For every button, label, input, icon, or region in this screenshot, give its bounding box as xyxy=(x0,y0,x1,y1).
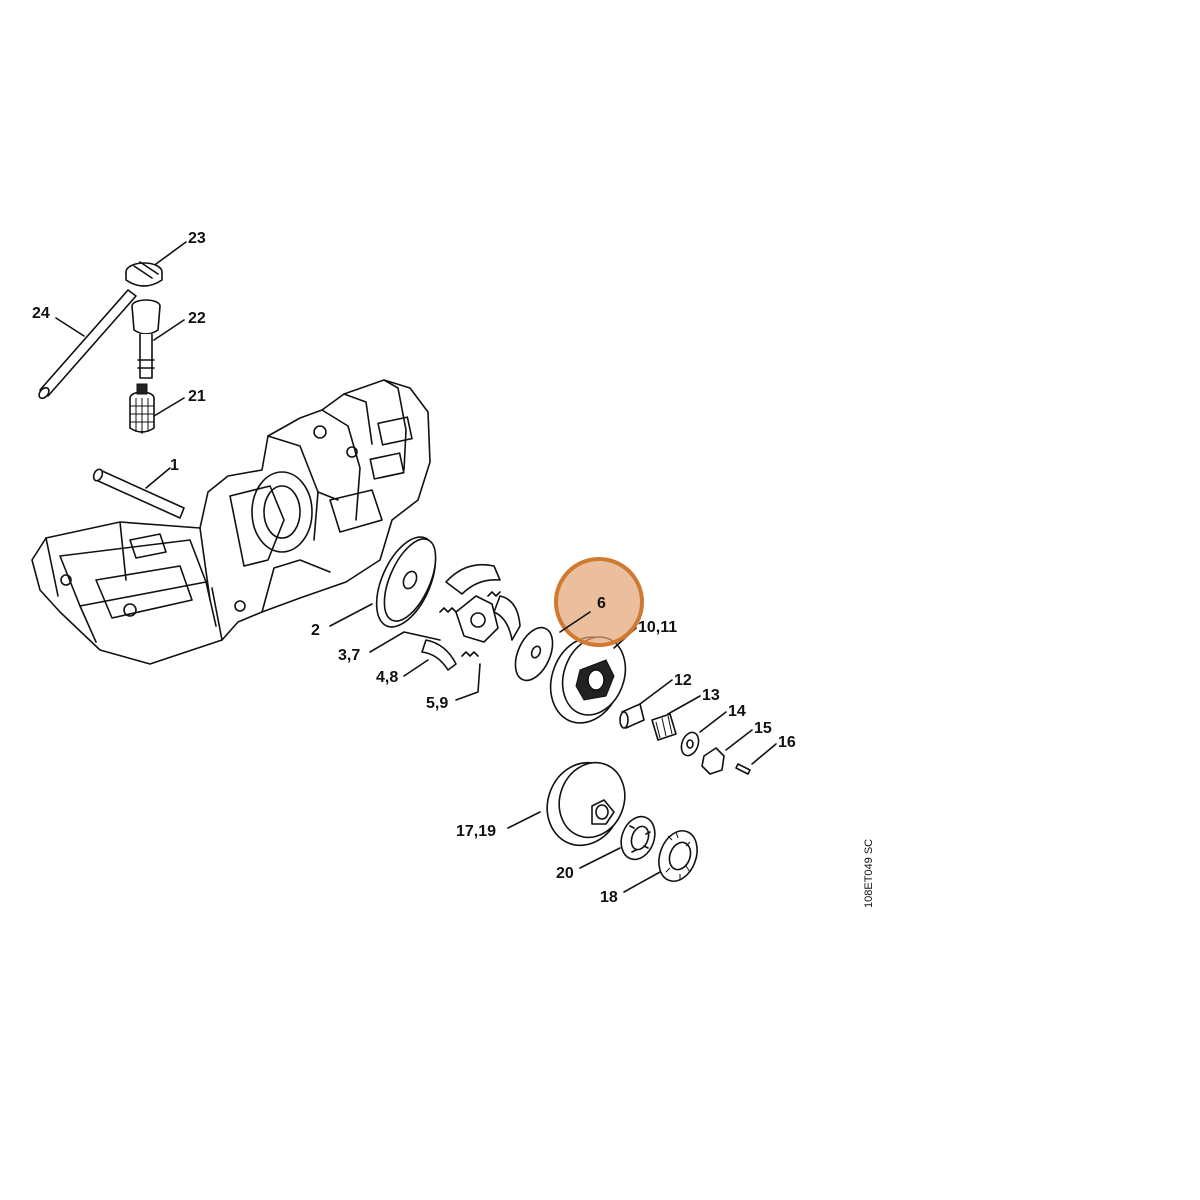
label-3-7: 3,7 xyxy=(338,647,360,664)
part-1-rod xyxy=(92,468,185,519)
label-21: 21 xyxy=(188,388,206,405)
label-16: 16 xyxy=(778,734,796,751)
part-6-washer xyxy=(514,626,554,682)
clutch-assembly xyxy=(421,563,521,671)
label-10-11: 10,11 xyxy=(638,619,677,636)
label-15: 15 xyxy=(754,720,772,737)
label-24: 24 xyxy=(32,305,50,322)
part-20-rim-sprocket xyxy=(620,815,656,861)
highlight-circle xyxy=(554,557,644,647)
parts-12-16-bearing-stack xyxy=(619,703,751,775)
drawing-code: 108ET049 SC xyxy=(863,839,875,908)
label-22: 22 xyxy=(188,310,206,327)
crankcase-housing xyxy=(31,379,431,665)
part-labels: 23 24 22 21 1 2 3,7 4,8 5,9 10,11 12 13 … xyxy=(32,230,796,906)
label-17-19: 17,19 xyxy=(456,823,496,840)
label-12: 12 xyxy=(674,672,692,689)
part-10-11-clutch-drum xyxy=(549,636,627,724)
label-13: 13 xyxy=(702,687,720,704)
part-23-cap xyxy=(125,261,163,287)
label-20: 20 xyxy=(556,865,574,882)
part-6-highlight[interactable]: 6 xyxy=(554,557,644,647)
label-14: 14 xyxy=(728,703,746,720)
part-22-pickup-body xyxy=(131,299,161,379)
part-17-19-rim-drum xyxy=(546,761,626,847)
label-6: 6 xyxy=(597,595,606,612)
label-18: 18 xyxy=(600,889,618,906)
part-2-disc xyxy=(375,536,437,628)
part-21-filter xyxy=(129,383,155,434)
label-5-9: 5,9 xyxy=(426,695,448,712)
part-18-spur-sprocket xyxy=(658,830,698,882)
label-1: 1 xyxy=(170,457,179,474)
label-4-8: 4,8 xyxy=(376,669,398,686)
label-2: 2 xyxy=(311,622,320,639)
label-23: 23 xyxy=(188,230,206,247)
part-24-hose xyxy=(38,289,137,400)
